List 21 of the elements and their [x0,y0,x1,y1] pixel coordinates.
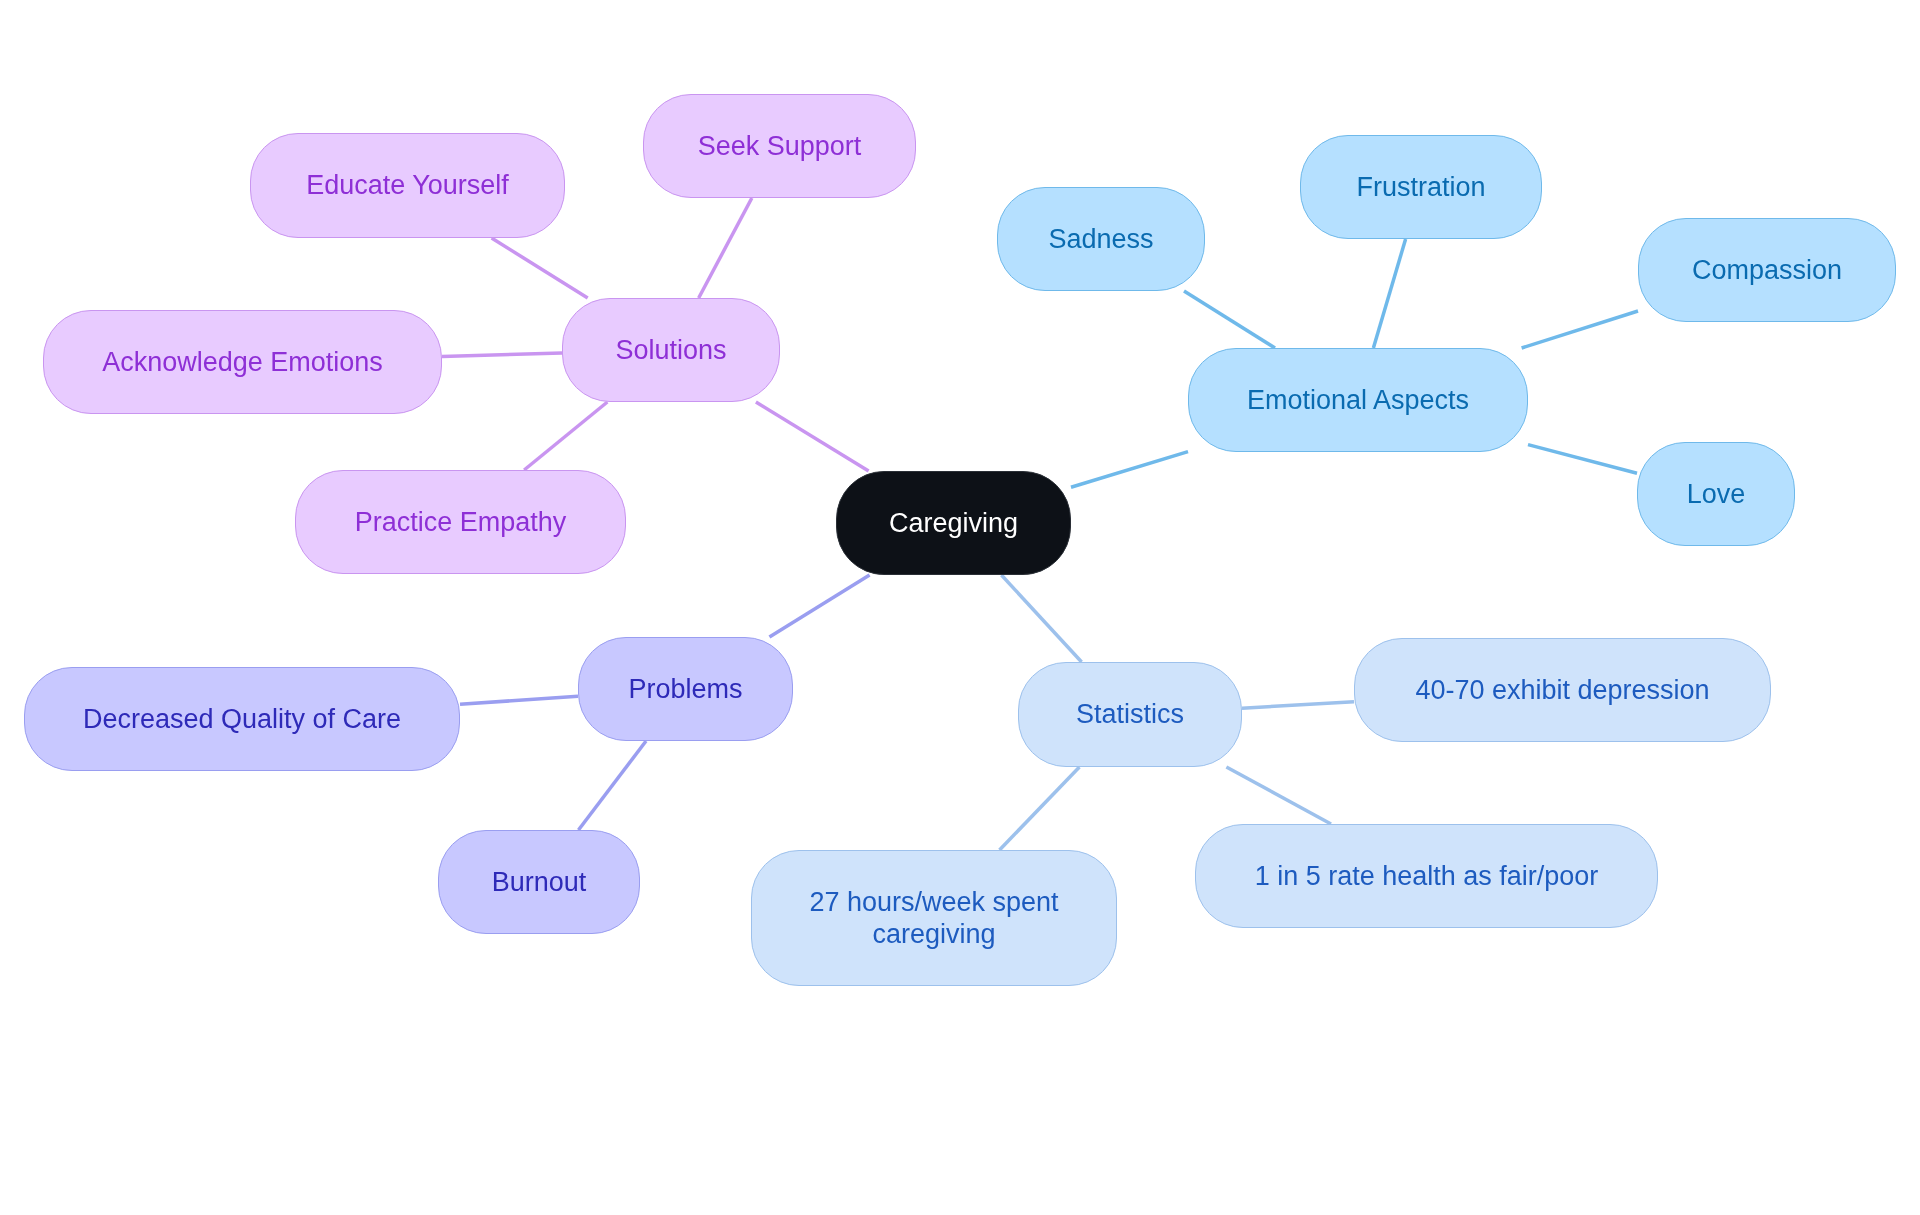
node-label: Acknowledge Emotions [102,345,383,379]
topic-node [751,850,1117,986]
node-label: Statistics [1076,698,1184,731]
node-label: 27 hours/week spent caregiving [808,885,1060,951]
node-label: Sadness [1048,222,1154,256]
node-label: 40-70 exhibit depression [1415,673,1710,707]
node-label: Decreased Quality of Care [82,702,402,736]
node-label: Educate Yourself [306,169,509,202]
node-label: 1 in 5 rate health as fair/poor [1254,859,1599,893]
node-label: Love [1686,477,1746,511]
node-label: Burnout [491,865,587,899]
node-label: Problems [628,672,743,706]
node-label: Caregiving [888,506,1019,540]
node-label: Seek Support [697,129,862,163]
topic-node [1638,218,1896,322]
node-label: Solutions [615,333,727,367]
node-label: Frustration [1356,170,1486,204]
node-label: Practice Empathy [354,505,567,539]
node-label: Emotional Aspects [1246,383,1470,417]
node-label: Compassion [1691,253,1843,287]
topic-node [1188,348,1528,452]
